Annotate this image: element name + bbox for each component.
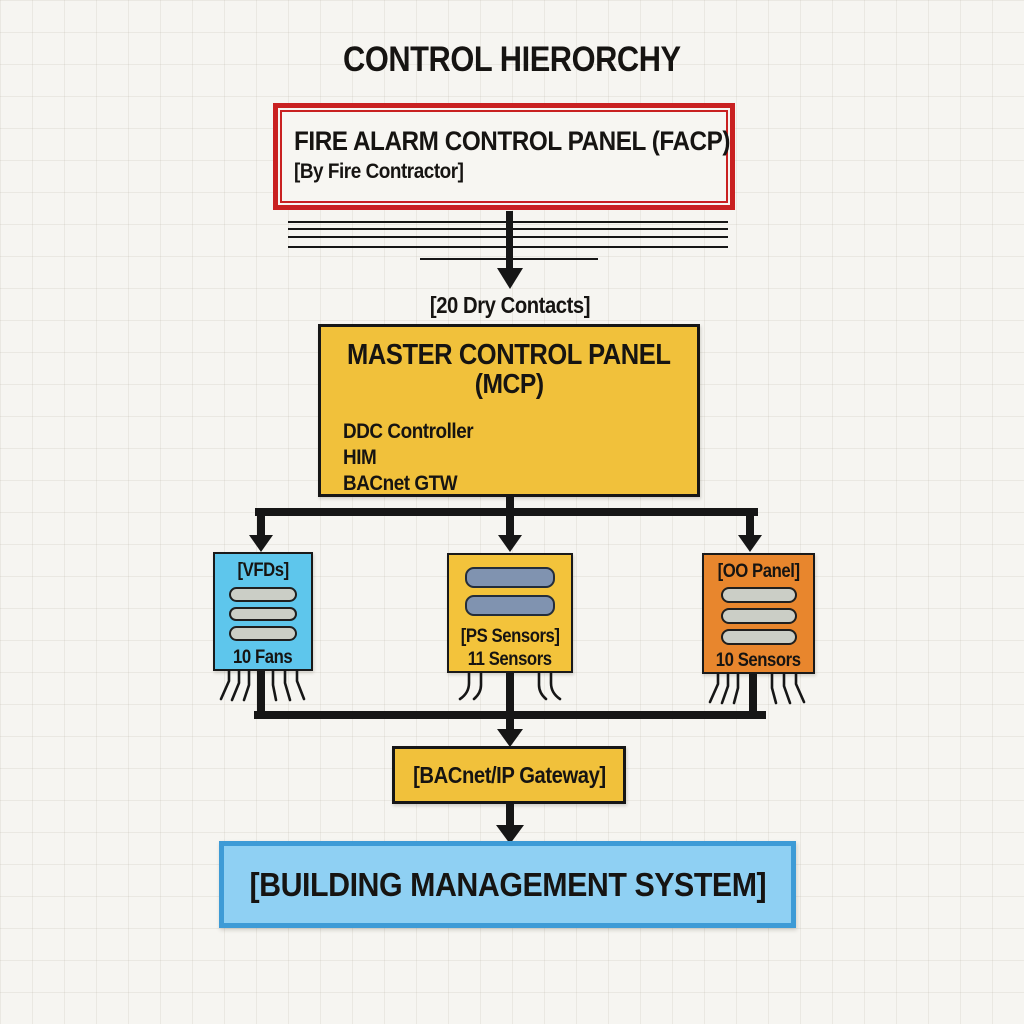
indicator-pill <box>720 608 797 624</box>
indicator-pill <box>720 629 797 645</box>
wire-legs <box>458 671 562 701</box>
mcp-title-abbr: (MCP) <box>474 368 544 399</box>
arrow-down-icon <box>497 729 523 747</box>
dry-contacts-label: [20 Dry Contacts] <box>429 292 591 318</box>
mcp-component: BACnet GTW <box>343 472 458 495</box>
connector-gateway-bms <box>506 804 514 828</box>
ps-sensor-panel: [PS Sensors] 11 Sensors <box>447 553 573 673</box>
gateway-box: [BACnet/IP Gateway] <box>392 746 626 804</box>
mcp-component-list: DDC Controller HIM BACnet GTW <box>343 419 488 497</box>
indicator-pill <box>465 567 555 588</box>
connector-branch-right <box>746 514 754 536</box>
io-panel-caption: 10 Sensors <box>716 650 801 671</box>
indicator-pill <box>229 587 297 602</box>
page-title: CONTROL HIERORCHY <box>0 40 1024 80</box>
arrow-down-icon <box>738 535 762 552</box>
vfd-panel-title: [VFDs] <box>237 560 289 581</box>
indicator-pill <box>720 587 797 603</box>
connector-bus-left <box>257 671 265 719</box>
connector-mcp-stem <box>506 495 514 515</box>
ps-sensor-count: 11 Sensors <box>468 649 552 670</box>
io-panel-title: [OO Panel] <box>717 561 800 582</box>
arrow-down-icon <box>496 825 524 844</box>
indicator-pill <box>229 606 297 622</box>
mcp-box: MASTER CONTROL PANEL (MCP) DDC Controlle… <box>318 324 700 497</box>
gateway-label: [BACnet/IP Gateway] <box>412 761 606 788</box>
mcp-component: DDC Controller <box>343 420 474 443</box>
mcp-component: HIM <box>343 446 377 469</box>
connector-branch-bar <box>255 508 758 516</box>
connector-facp-mcp <box>506 211 513 269</box>
connector-branch-mid <box>506 514 514 536</box>
indicator-pill <box>229 626 297 642</box>
connector-branch-left <box>257 514 265 536</box>
mcp-title: MASTER CONTROL PANEL <box>347 339 671 371</box>
page-title-text: CONTROL HIERORCHY <box>343 40 681 79</box>
arrow-down-icon <box>249 535 273 552</box>
io-panel: [OO Panel] 10 Sensors <box>702 553 815 674</box>
wire-legs <box>708 672 806 705</box>
bms-label: [BUILDING MANAGEMENT SYSTEM] <box>249 865 766 903</box>
facp-title: FIRE ALARM CONTROL PANEL (FACP) <box>294 126 731 156</box>
facp-box-inner-border: FIRE ALARM CONTROL PANEL (FACP) [By Fire… <box>280 110 731 203</box>
ps-sensor-label: [PS Sensors] <box>460 626 560 647</box>
arrow-down-icon <box>497 268 523 289</box>
facp-subtitle: [By Fire Contractor] <box>294 160 464 183</box>
wire-legs <box>219 669 306 702</box>
arrow-down-icon <box>498 535 522 552</box>
indicator-pill <box>465 595 555 616</box>
vfd-panel: [VFDs] 10 Fans <box>213 552 313 671</box>
connector-bus-center <box>506 673 514 733</box>
facp-box: FIRE ALARM CONTROL PANEL (FACP) [By Fire… <box>273 103 735 210</box>
vfd-panel-caption: 10 Fans <box>233 647 293 669</box>
connector-bus-right <box>749 674 757 719</box>
bms-box: [BUILDING MANAGEMENT SYSTEM] <box>219 841 796 928</box>
